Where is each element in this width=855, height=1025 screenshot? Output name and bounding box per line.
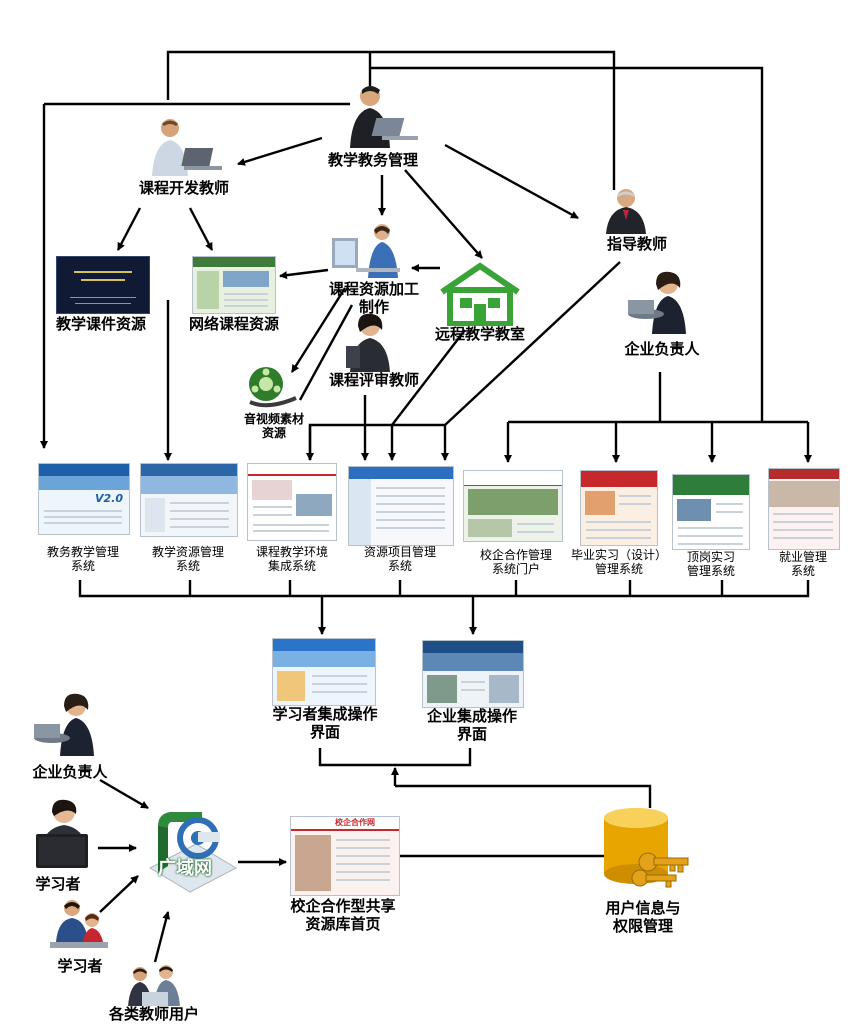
learner-2-label: 学习者 bbox=[57, 957, 103, 975]
learner-2-person-icon bbox=[50, 900, 108, 948]
teaching-admin-label: 教学教务管理 bbox=[327, 151, 418, 169]
learner-1-person-icon bbox=[36, 799, 88, 868]
portal-thumbnail: 校企合作网 bbox=[290, 816, 400, 896]
guide-teacher-label: 指导教师 bbox=[606, 235, 667, 253]
reviewer-label: 课程评审教师 bbox=[328, 371, 419, 389]
system-1-label: 教务教学管理 系统 bbox=[46, 545, 119, 574]
enterprise-ui-thumbnail bbox=[422, 640, 524, 708]
system-5-label: 校企合作管理 系统门户 bbox=[479, 548, 552, 577]
arrow-dev-courseware bbox=[116, 207, 142, 251]
line-classroom-bus bbox=[391, 329, 466, 426]
remote-classroom-house-icon bbox=[440, 262, 520, 326]
frame-top-line bbox=[166, 50, 616, 190]
line-guide-bus bbox=[444, 261, 621, 426]
arrow-maker-av bbox=[290, 287, 347, 373]
enterprise-head-top-label: 企业负责人 bbox=[624, 340, 700, 358]
bus-bottom bbox=[78, 580, 810, 598]
enterprise-head-label: 企业负责人 bbox=[32, 763, 108, 781]
system-8-label: 就业管理 系统 bbox=[778, 550, 827, 579]
system-2-label: 教学资源管理 系统 bbox=[151, 545, 224, 574]
guide-teacher-person-icon bbox=[606, 189, 646, 234]
system-3-thumbnail bbox=[247, 463, 337, 541]
wan-network-icon bbox=[148, 812, 238, 893]
bus-middle bbox=[308, 423, 445, 460]
arrow-dev-online bbox=[188, 207, 214, 251]
system-2-thumbnail bbox=[140, 463, 238, 537]
resource-maker-label: 课程资源加工 制作 bbox=[328, 280, 419, 316]
wan-label: 广域网 bbox=[158, 858, 212, 879]
arrow-enterprise-wan bbox=[99, 778, 149, 810]
line-reviewer-av bbox=[298, 304, 354, 401]
arrow-admin-classroom bbox=[404, 169, 483, 259]
online-course-resource-thumbnail bbox=[192, 256, 276, 314]
system-8-thumbnail bbox=[768, 468, 840, 550]
online-course-resource-label: 网络课程资源 bbox=[188, 315, 279, 333]
teacher-users-label: 各类教师用户 bbox=[108, 1005, 199, 1023]
teacher-users-group-icon bbox=[128, 965, 180, 1006]
arrow-learner2-wan bbox=[99, 875, 139, 913]
system-6-thumbnail bbox=[580, 470, 658, 546]
auth-label: 用户信息与 权限管理 bbox=[605, 899, 681, 935]
course-dev-label: 课程开发教师 bbox=[138, 179, 229, 197]
reviewer-person-icon bbox=[346, 313, 390, 372]
system-7-label: 顶岗实习 管理系统 bbox=[686, 550, 735, 579]
portal-label: 校企合作型共享 资源库首页 bbox=[290, 897, 396, 933]
frame-right-line bbox=[370, 66, 764, 422]
resource-maker-person-icon bbox=[332, 224, 400, 278]
courseware-resource-label: 教学课件资源 bbox=[55, 315, 146, 333]
courseware-resource-thumbnail bbox=[56, 256, 150, 314]
remote-classroom-label: 远程教学教室 bbox=[434, 325, 525, 343]
learner-ui-thumbnail bbox=[272, 638, 376, 706]
learner-1-label: 学习者 bbox=[35, 875, 81, 893]
enterprise-ui-label: 企业集成操作 界面 bbox=[426, 707, 517, 743]
system-4-thumbnail bbox=[348, 466, 454, 546]
enterprise-head-top-person-icon bbox=[628, 271, 686, 334]
system-1-thumbnail: V2.0 bbox=[38, 463, 130, 535]
system-6-label: 毕业实习（设计） 管理系统 bbox=[570, 548, 667, 577]
av-material-film-icon bbox=[249, 367, 297, 408]
line-auth-up bbox=[395, 784, 652, 808]
auth-database-key-icon bbox=[604, 808, 689, 888]
system-7-thumbnail bbox=[672, 474, 750, 550]
arrow-admin-guide bbox=[444, 143, 579, 220]
portal-title: 校企合作网 bbox=[335, 818, 375, 827]
enterprise-head-person-icon bbox=[34, 693, 94, 756]
system-3-label: 课程教学环境 集成系统 bbox=[255, 545, 328, 574]
av-material-label: 音视频素材 资源 bbox=[243, 412, 304, 441]
arrow-teachers-wan bbox=[153, 911, 171, 963]
learner-ui-label: 学习者集成操作 界面 bbox=[272, 705, 378, 741]
arrow-admin-coursedev bbox=[237, 136, 323, 166]
course-dev-person-icon bbox=[152, 119, 222, 176]
interface-bracket bbox=[318, 748, 472, 767]
teaching-admin-person-icon bbox=[350, 86, 418, 148]
system-5-thumbnail bbox=[463, 470, 563, 542]
system-1-logo: V2.0 bbox=[95, 492, 123, 505]
system-4-label: 资源项目管理 系统 bbox=[363, 545, 436, 574]
arrow-maker-online bbox=[279, 268, 329, 280]
